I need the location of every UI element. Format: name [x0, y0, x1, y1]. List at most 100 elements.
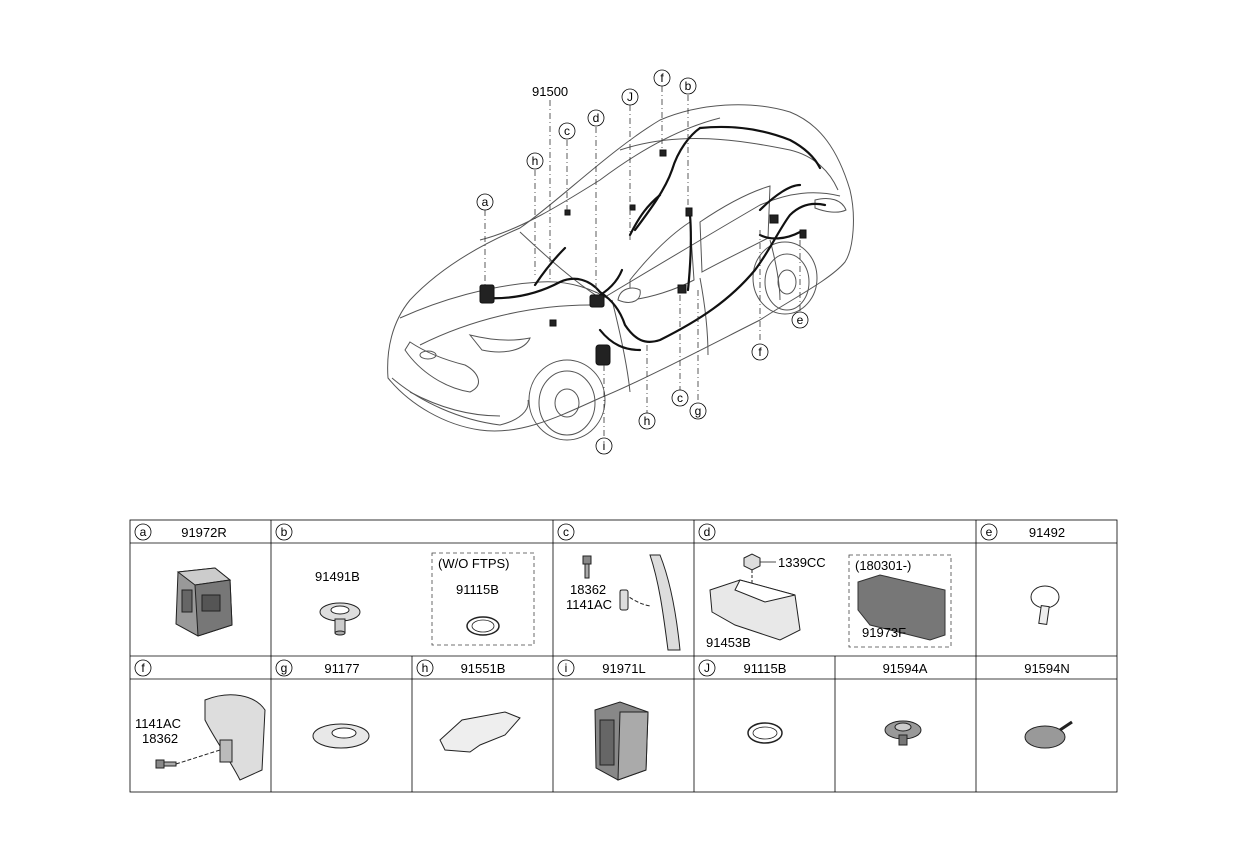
svg-text:e: e — [797, 313, 804, 327]
leader-lines — [484, 86, 801, 438]
svg-text:d: d — [593, 111, 600, 125]
cell-e-header: e 91492 — [980, 523, 1065, 541]
grille — [404, 341, 479, 393]
harness-main-floor — [483, 202, 827, 343]
door-line-rear — [769, 239, 781, 301]
connector-i — [595, 344, 611, 366]
cover-note: (180301-) — [855, 558, 911, 573]
svg-text:h: h — [644, 414, 651, 428]
wiring-harness — [483, 125, 827, 352]
callout-a: a — [476, 193, 494, 211]
cell-J-header: J 91115B — [698, 659, 787, 677]
cell-h-header: h 91551B — [416, 659, 505, 677]
emblem — [419, 350, 437, 360]
harness-rear-lower — [758, 230, 802, 240]
side-mirror — [617, 287, 641, 303]
svg-text:g: g — [281, 661, 288, 675]
connector-small-2 — [629, 204, 636, 211]
callout-e: e — [791, 311, 809, 329]
callout-d-top: d — [587, 109, 605, 127]
svg-text:91971L: 91971L — [602, 661, 645, 676]
rear-wheel — [764, 253, 810, 311]
svg-text:f: f — [758, 345, 762, 359]
svg-text:J: J — [704, 661, 710, 675]
part-91973F-drawing — [857, 574, 946, 641]
rear-wheel-arch — [752, 241, 818, 315]
svg-text:91177: 91177 — [324, 661, 359, 676]
part-91115B-label-b: 91115B — [456, 582, 499, 597]
cover-note-box — [848, 554, 952, 648]
connector-small-4 — [799, 229, 807, 239]
connector-roof — [659, 149, 667, 157]
part-1141AC-label-c: 1141AC — [566, 597, 612, 612]
svg-text:h: h — [422, 661, 429, 675]
part-91594A-drawing — [884, 720, 922, 746]
door-line-mid — [699, 277, 709, 356]
callout-h-bottom: h — [638, 412, 656, 430]
svg-text:i: i — [603, 439, 606, 453]
svg-text:91594A: 91594A — [883, 661, 928, 676]
cell-91594N-header: 91594N — [1024, 661, 1070, 676]
svg-text:J: J — [627, 90, 633, 104]
svg-text:c: c — [563, 525, 569, 539]
svg-text:e: e — [986, 525, 993, 539]
main-part-label: 91500 — [532, 84, 568, 99]
svg-text:f: f — [141, 661, 145, 675]
svg-text:c: c — [677, 391, 683, 405]
windshield-line — [479, 117, 721, 241]
part-91551B-drawing — [439, 711, 521, 753]
wo-ftps-box — [431, 552, 535, 646]
part-91492-drawing — [1030, 585, 1060, 626]
connector-d — [589, 294, 605, 308]
part-18362-label-f: 18362 — [142, 731, 178, 746]
connector-b — [685, 207, 693, 217]
part-c-drawing — [582, 554, 681, 651]
part-91491B-drawing — [319, 602, 361, 636]
part-91972R-drawing — [175, 567, 233, 637]
cell-c-header: c — [557, 523, 575, 541]
connector-small-1 — [564, 209, 571, 216]
harness-connectors — [479, 149, 807, 366]
harness-roof-branch — [633, 126, 702, 232]
beltline — [599, 192, 841, 301]
rear-wheel-hub — [777, 269, 797, 295]
car-body-outline — [387, 104, 854, 432]
wo-ftps-note: (W/O FTPS) — [438, 556, 510, 571]
harness-lower-front — [598, 328, 642, 352]
svg-text:b: b — [281, 525, 288, 539]
front-wheel — [538, 370, 596, 436]
svg-text:a: a — [140, 525, 147, 539]
lower-grille — [409, 391, 501, 417]
part-1141AC-label-f: 1141AC — [135, 716, 181, 731]
front-wheel-arch — [528, 359, 606, 441]
part-91491B-label: 91491B — [315, 569, 360, 584]
connector-small-3 — [549, 319, 557, 327]
svg-text:i: i — [565, 661, 568, 675]
harness-rear-branch — [758, 183, 802, 212]
harness-b-pillar — [686, 213, 692, 292]
headlamp — [468, 334, 531, 353]
part-18362-label-c: 18362 — [570, 582, 606, 597]
callout-f-top: f — [653, 69, 671, 87]
part-d-drawing — [709, 553, 801, 641]
svg-text:91972R: 91972R — [181, 525, 227, 540]
front-door-window — [629, 221, 695, 301]
rear-door-window — [699, 185, 771, 273]
cell-a-header: a 91972R — [134, 523, 227, 541]
callout-c-top: c — [558, 122, 576, 140]
callout-g-bottom: g — [689, 402, 707, 420]
roof-edge — [619, 137, 839, 191]
svg-text:h: h — [532, 154, 539, 168]
part-91115B-J-inner — [752, 726, 778, 740]
callout-f-bottom: f — [751, 343, 769, 361]
svg-text:d: d — [704, 525, 711, 539]
connector-rear — [769, 214, 779, 224]
harness-roof-branch-2 — [698, 125, 822, 170]
part-f-drawing — [155, 694, 266, 781]
part-91115B-J-drawing — [747, 722, 783, 744]
cell-d-header: d — [698, 523, 716, 541]
svg-text:c: c — [564, 124, 570, 138]
harness-front-branch — [533, 246, 567, 287]
svg-text:91115B: 91115B — [744, 661, 787, 676]
